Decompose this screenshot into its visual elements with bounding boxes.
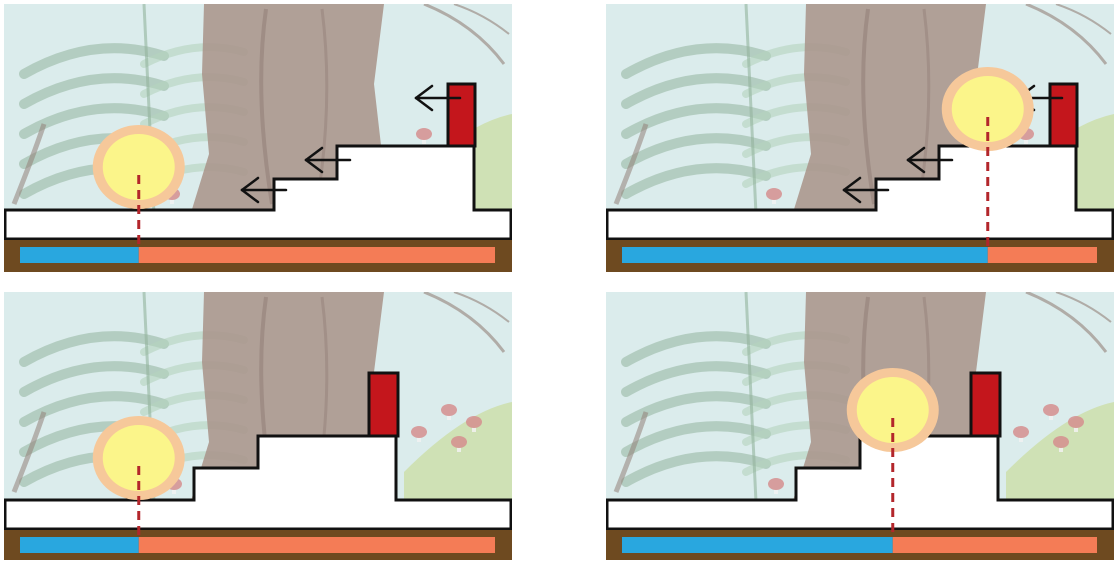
progress-bar-orange: [139, 537, 495, 553]
red-block-icon: [971, 373, 1000, 436]
game-panel-top-right: [606, 4, 1114, 272]
game-panel-top-left: [4, 4, 512, 272]
progress-bar-orange: [893, 537, 1097, 553]
progress-bar-orange: [988, 247, 1097, 263]
progress-bar-blue: [622, 537, 893, 553]
progress-bar-blue: [20, 247, 139, 263]
game-panel-bottom-right: [606, 292, 1114, 560]
red-block-icon: [448, 84, 475, 146]
red-block-icon: [1050, 84, 1077, 146]
progress-bar-blue: [20, 537, 139, 553]
game-panel-bottom-left: [4, 292, 512, 560]
red-block-icon: [369, 373, 398, 436]
progress-bar-blue: [622, 247, 988, 263]
progress-bar-orange: [139, 247, 495, 263]
